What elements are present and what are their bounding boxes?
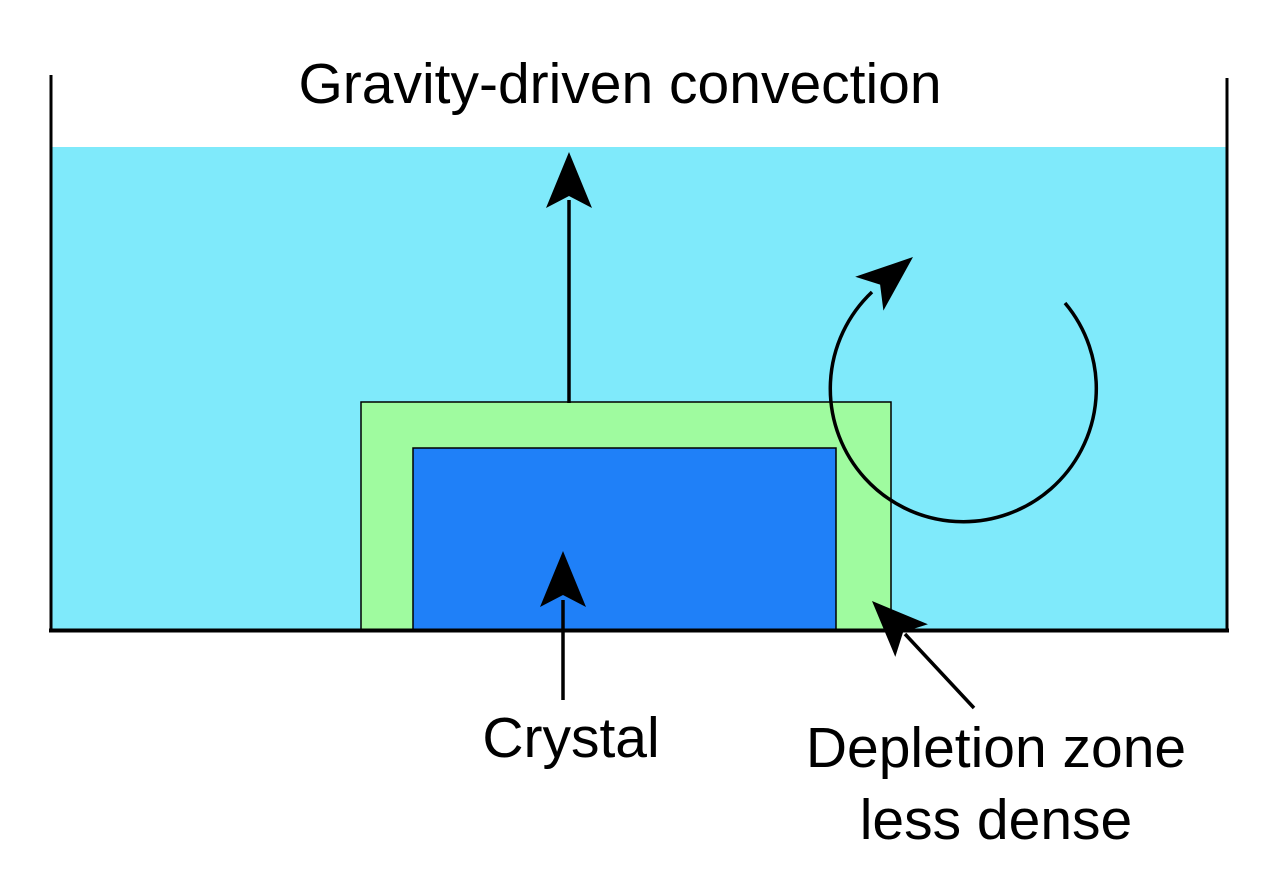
- depletion-pointer-shaft: [903, 632, 976, 710]
- diagram-title: Gravity-driven convection: [298, 52, 941, 116]
- crystal-pointer-arrow: [540, 551, 586, 700]
- crystal-pointer-arrowhead-icon: [540, 551, 586, 607]
- circulation-arrowhead-icon: [855, 257, 913, 311]
- circulation-arrow-arc: [828, 290, 1099, 524]
- depletion-label-line1: Depletion zone: [806, 716, 1186, 780]
- convection-up-arrow: [546, 152, 592, 403]
- crystal-rect: [412, 447, 837, 632]
- depletion-pointer-arrowhead-icon: [872, 601, 928, 657]
- tank-outline: [49, 75, 1229, 633]
- convection-up-arrowhead-icon: [546, 152, 592, 208]
- depletion-label-line2: less dense: [860, 788, 1133, 852]
- crystal-label: Crystal: [482, 706, 659, 770]
- circulation-arrow: [828, 257, 1099, 524]
- depletion-pointer-arrow: [872, 601, 976, 710]
